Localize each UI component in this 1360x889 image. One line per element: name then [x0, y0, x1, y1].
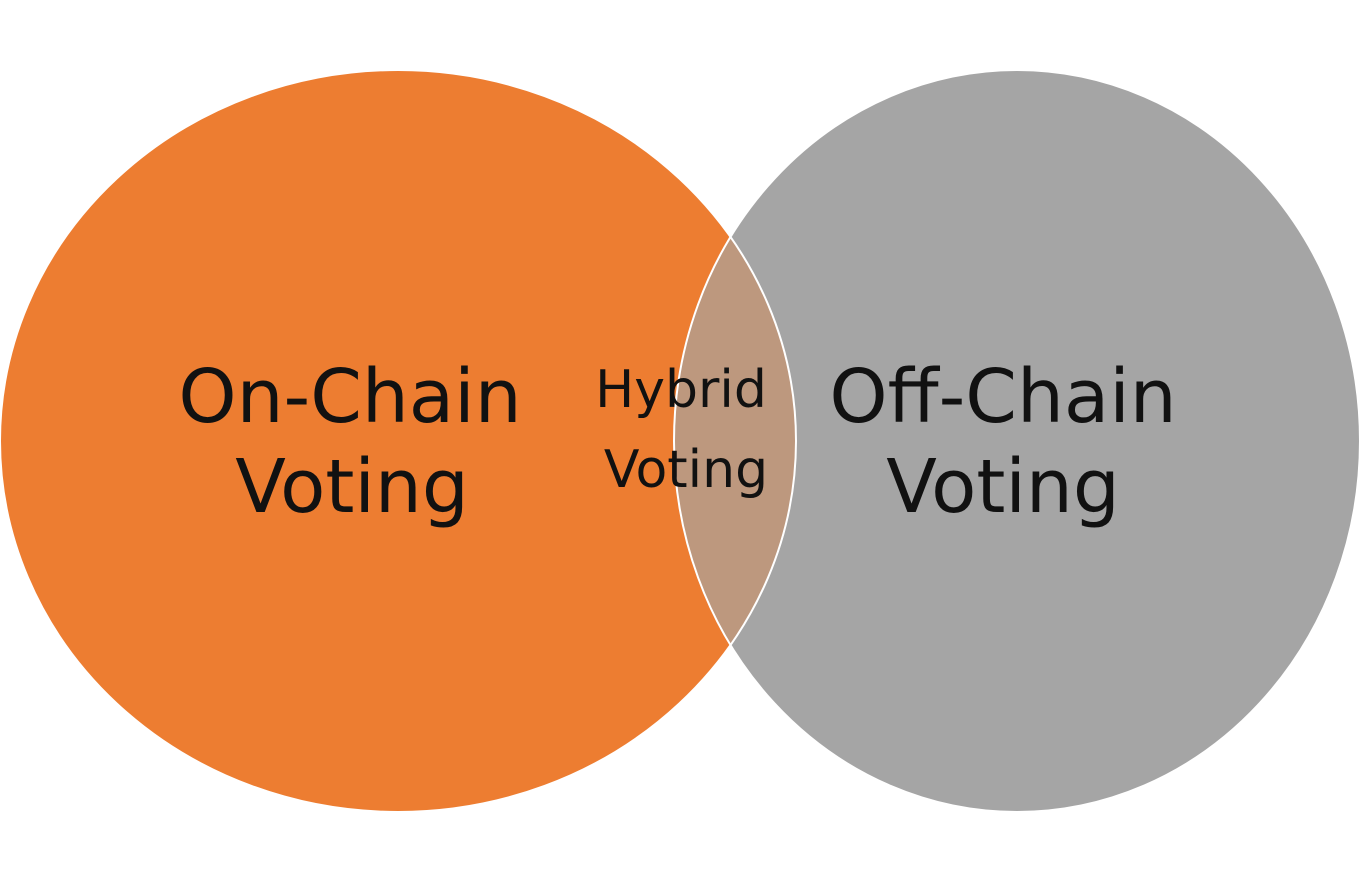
on-chain-circle-outline — [0, 69, 797, 813]
on-chain-voting-circle — [0, 70, 796, 812]
off-chain-voting-circle — [674, 70, 1360, 812]
hybrid-label-line2: Voting — [604, 440, 768, 500]
on-chain-label-line1: On-Chain — [178, 354, 521, 440]
on-chain-label-line2: Voting — [235, 444, 469, 530]
off-chain-circle-outline — [673, 69, 1360, 813]
off-chain-label-line1: Off-Chain — [829, 354, 1176, 440]
off-chain-label-line2: Voting — [886, 444, 1120, 530]
hybrid-label-line1: Hybrid — [595, 360, 767, 420]
